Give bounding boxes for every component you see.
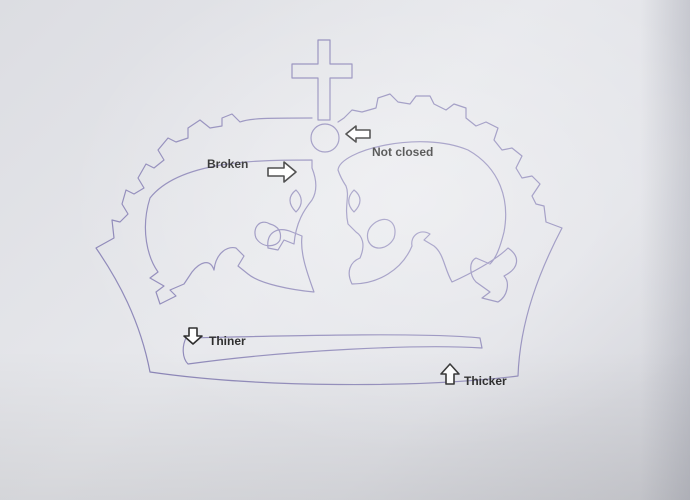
broken-arrow-icon <box>267 161 297 183</box>
crown-band <box>182 334 483 365</box>
crown-left-curl <box>254 221 282 247</box>
crown-cross <box>291 39 353 121</box>
thicker-arrow-icon <box>440 363 460 385</box>
not-closed-label: Not closed <box>372 145 434 159</box>
crown-outer-outline <box>95 93 563 386</box>
thiner-label: Thiner <box>209 334 246 348</box>
broken-label: Broken <box>207 157 249 171</box>
crown-inner-left-arch <box>144 159 317 305</box>
thicker-label: Thicker <box>464 374 507 388</box>
crown-center-right-detail <box>348 189 361 213</box>
paper-edge-shadow <box>640 0 690 500</box>
crown-right-curl <box>366 218 396 249</box>
crown-orb <box>310 123 340 153</box>
crown-center-left-detail <box>289 189 302 213</box>
not-closed-arrow-icon <box>345 125 371 143</box>
thiner-arrow-icon <box>183 327 203 345</box>
crown-inner-right-arch <box>337 141 518 303</box>
